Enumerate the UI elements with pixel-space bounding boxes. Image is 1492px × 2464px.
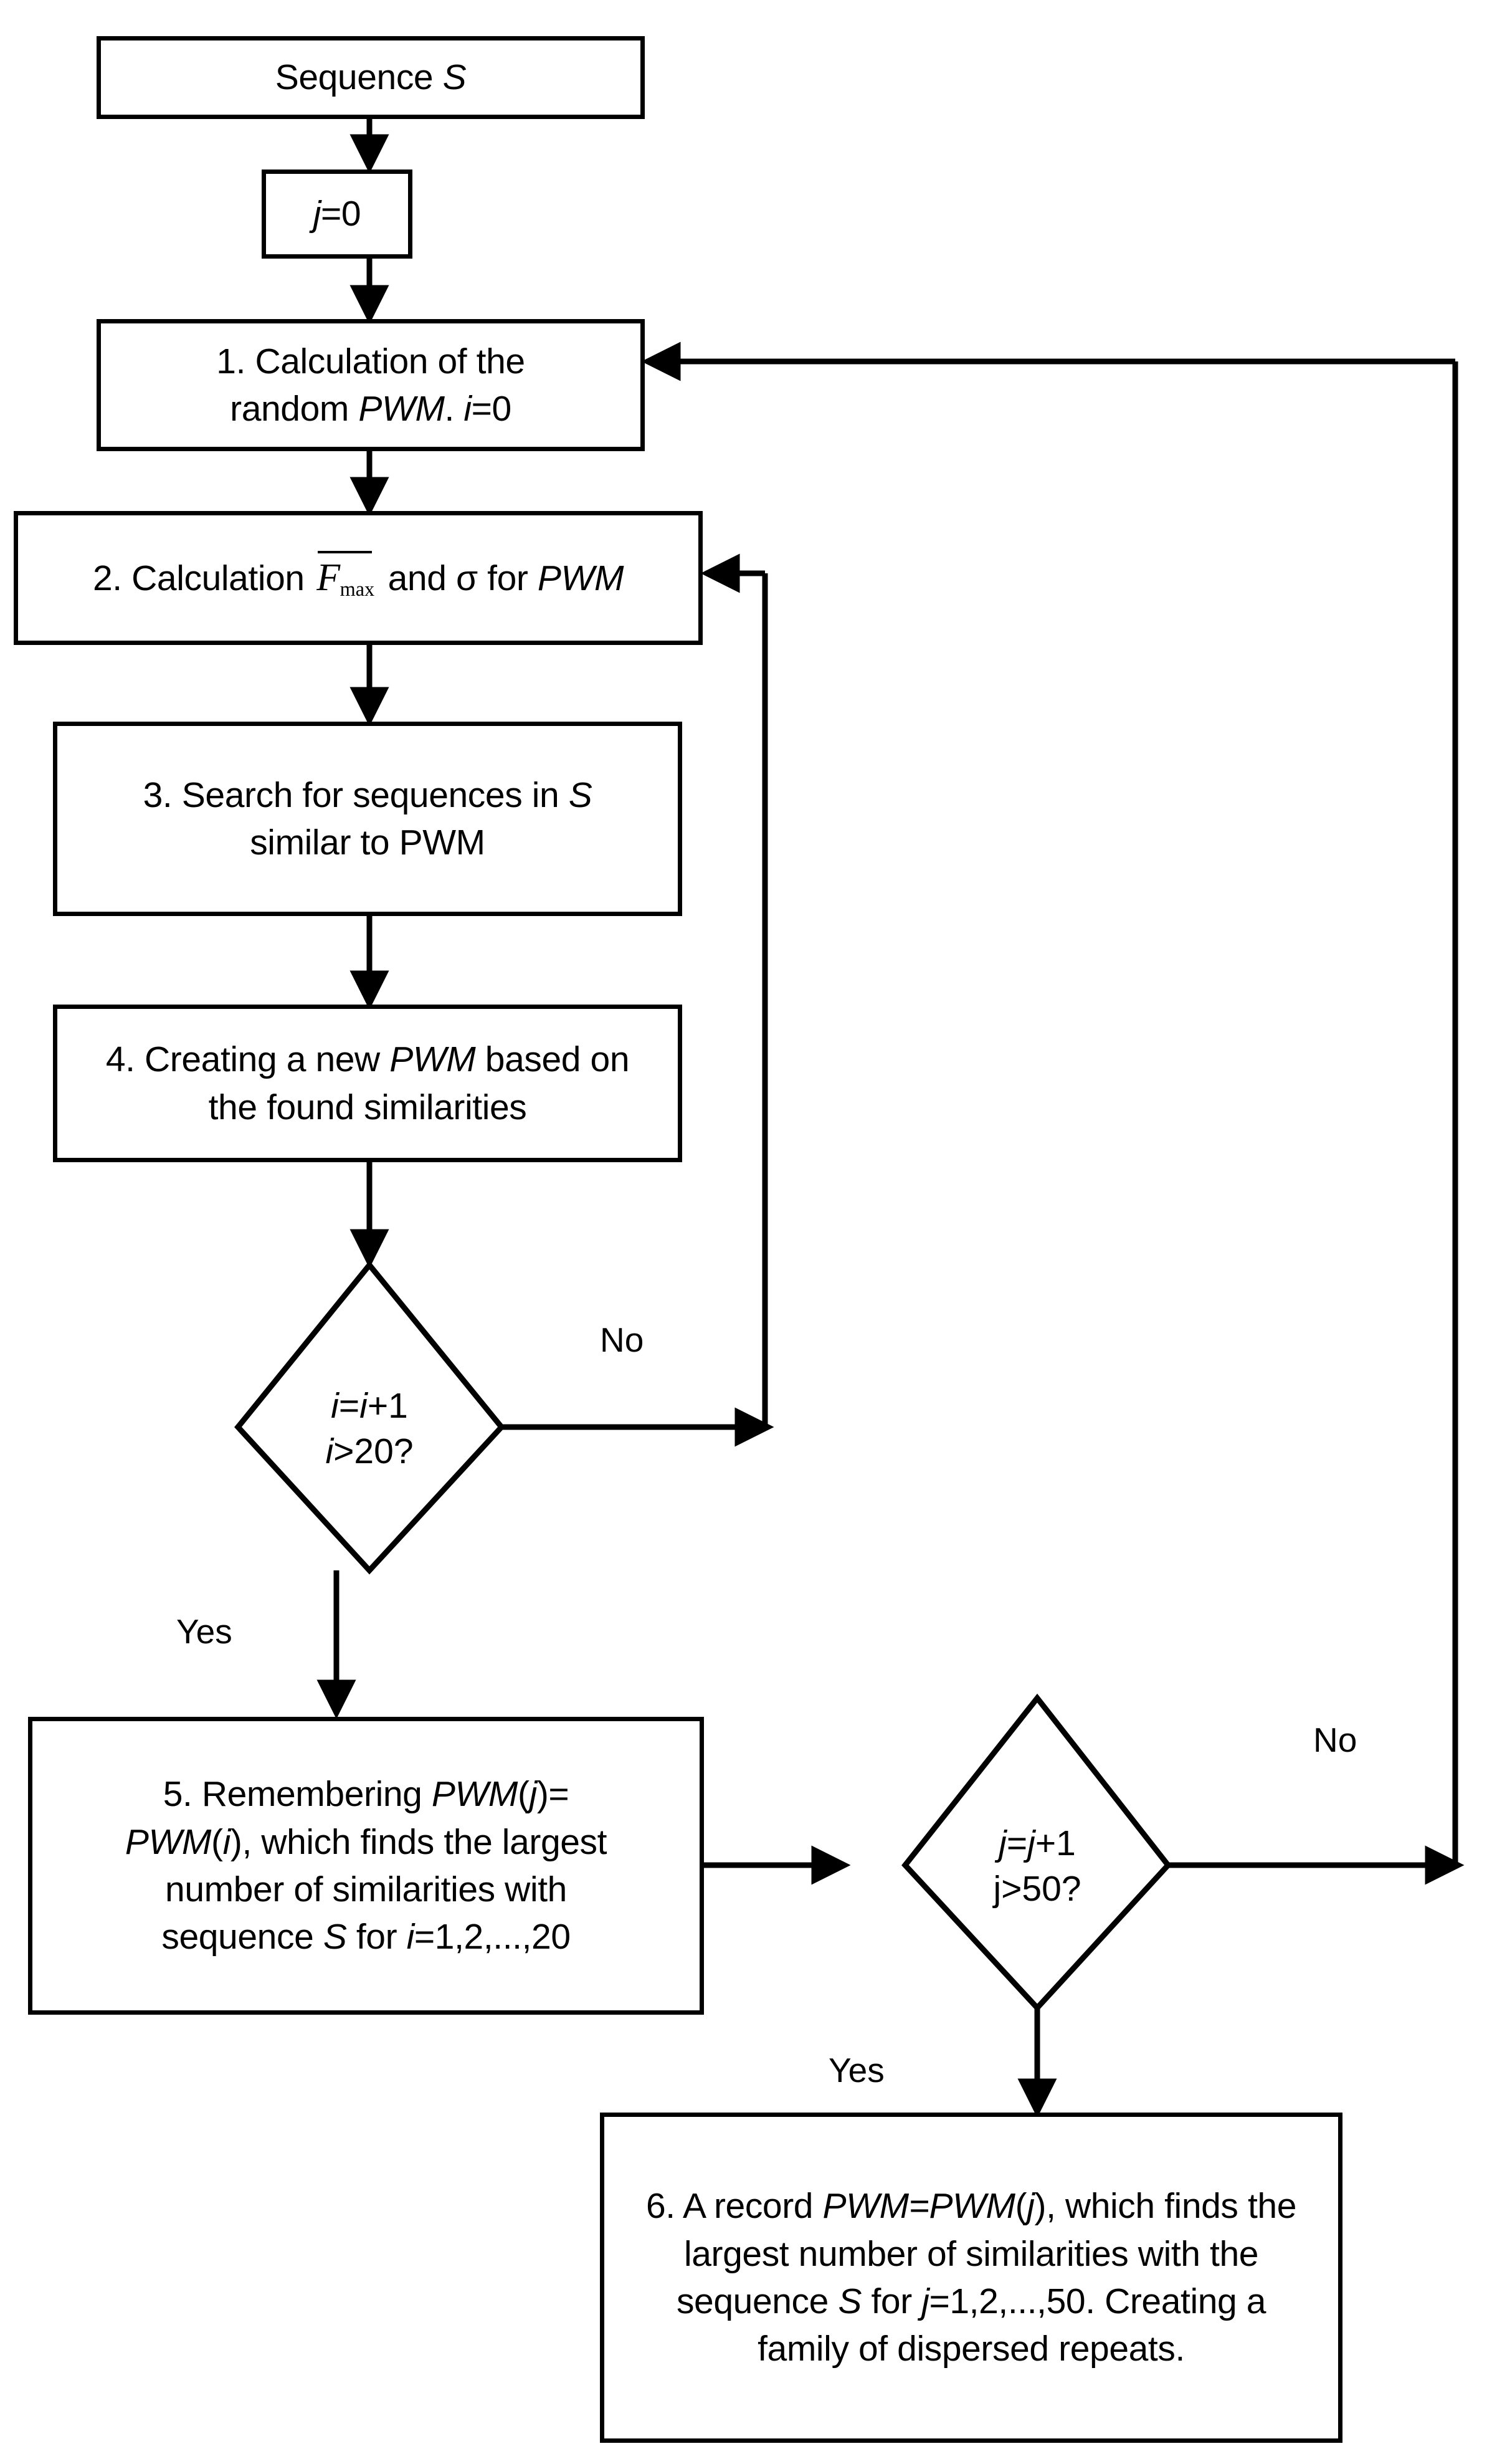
- decision-j-label: j=j+1 j>50?: [905, 1821, 1169, 1912]
- step1-line1: 1. Calculation of the: [216, 341, 525, 381]
- node-step-3[interactable]: 3. Search for sequences in S similar to …: [53, 722, 682, 916]
- node-step-4-label: 4. Creating a new PWM based on the found…: [105, 1039, 630, 1127]
- decision-i-label: i=i+1 i>20?: [238, 1383, 501, 1474]
- step2-pwm: PWM: [537, 558, 624, 598]
- edge-decisionj-no-path: [1165, 361, 1458, 1868]
- decision-i-shape: [234, 1260, 505, 1575]
- node-step-5-label: 5. Remembering PWM(j)= PWM(i), which fin…: [125, 1774, 607, 1957]
- step2-prefix: 2. Calculation: [92, 558, 315, 598]
- step6-line4: family of dispersed repeats.: [758, 2329, 1185, 2369]
- node-step-6[interactable]: 6. A record PWM=PWM(j), which finds the …: [600, 2113, 1342, 2443]
- start-symbol-s: S: [442, 57, 467, 98]
- edge-decisioni-no-path: [501, 573, 768, 1430]
- step3-line2: similar to PWM: [250, 823, 485, 862]
- edge-label-no-inner: No: [600, 1320, 644, 1359]
- node-start-label: Sequence S: [275, 57, 467, 98]
- node-step-1-label: 1. Calculation of the random PWM. i=0: [216, 341, 525, 429]
- node-step-2[interactable]: 2. Calculation Fmax and σ for PWM: [14, 511, 703, 645]
- decision-i-line2: i>20?: [325, 1431, 414, 1471]
- node-init-j[interactable]: j=0: [262, 170, 412, 259]
- f-max-formula: Fmax: [316, 550, 375, 604]
- node-step-2-label: 2. Calculation Fmax and σ for PWM: [84, 550, 632, 604]
- edge-label-yes-inner: Yes: [176, 1612, 232, 1651]
- decision-j-line1: j=j+1: [999, 1823, 1076, 1863]
- decision-j-line2: j>50?: [993, 1868, 1081, 1909]
- node-start[interactable]: Sequence S: [97, 36, 645, 119]
- edge-label-no-outer: No: [1313, 1721, 1357, 1759]
- node-step-5[interactable]: 5. Remembering PWM(j)= PWM(i), which fin…: [28, 1717, 704, 2015]
- node-step-1[interactable]: 1. Calculation of the random PWM. i=0: [97, 319, 645, 451]
- step6-line2: largest number of similarities with the: [683, 2233, 1259, 2274]
- node-step-4[interactable]: 4. Creating a new PWM based on the found…: [53, 1005, 682, 1162]
- node-init-j-label: j=0: [313, 194, 361, 234]
- decision-j-shape: [901, 1693, 1172, 2012]
- node-step-3-label: 3. Search for sequences in S similar to …: [143, 775, 592, 862]
- edge-label-yes-outer: Yes: [829, 2051, 885, 2089]
- f-max-subscript: max: [340, 577, 375, 600]
- node-step-6-label: 6. A record PWM=PWM(j), which finds the …: [646, 2186, 1296, 2369]
- step5-line3: number of similarities with: [165, 1869, 567, 1909]
- step4-line2: the found similarities: [208, 1087, 527, 1127]
- decision-i-line1: i=i+1: [331, 1386, 408, 1426]
